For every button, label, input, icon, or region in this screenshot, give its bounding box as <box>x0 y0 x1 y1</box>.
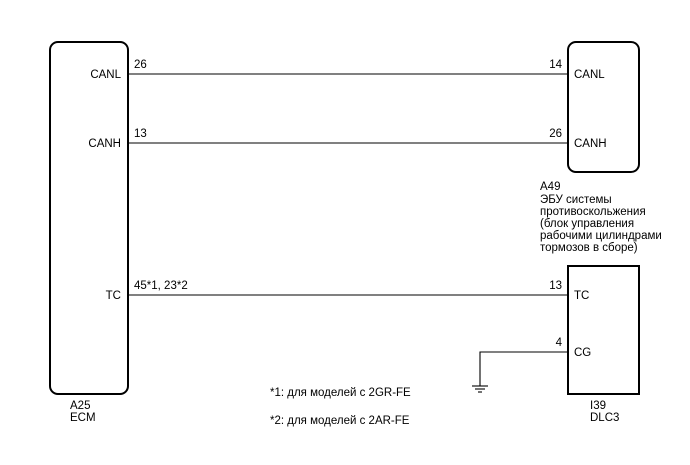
ground-icon <box>472 385 488 393</box>
abs-description-line-1: ЭБУ системы <box>540 194 612 206</box>
wire-tc-dlc-pin: 13 <box>549 280 562 292</box>
ecm-connector-code: A25 <box>70 400 90 412</box>
ecm-pin-tc-label: TC <box>106 290 121 302</box>
dlc-name: DLC3 <box>590 412 619 424</box>
ecm-name: ECM <box>70 412 96 424</box>
abs-pin-canh-label: CANH <box>574 138 607 150</box>
abs-description-line-3: (блок управления <box>540 218 634 230</box>
wire-canh-abs-pin: 26 <box>549 128 562 140</box>
dlc3-box <box>567 265 640 395</box>
wire-tc-ecm-pin: 45*1, 23*2 <box>134 280 188 292</box>
abs-pin-canl-label: CANL <box>574 69 605 81</box>
wire-cg-ground <box>479 351 568 386</box>
ecm-pin-canl-label: CANL <box>90 69 121 81</box>
wire-canl-ecm-pin: 26 <box>134 59 147 71</box>
footnote-1: *1: для моделей с 2GR-FE <box>270 387 411 399</box>
wire-cg-dlc-pin: 4 <box>556 337 563 349</box>
dlc-pin-cg-label: CG <box>574 347 591 359</box>
wire-canh-ecm-pin: 13 <box>134 128 147 140</box>
dlc-pin-tc-label: TC <box>574 290 589 302</box>
footnote-2: *2: для моделей с 2AR-FE <box>270 415 410 427</box>
abs-description-line-2: противоскольжения <box>540 206 646 218</box>
abs-ecu-box <box>567 41 640 173</box>
ecm-pin-canh-label: CANH <box>88 138 121 150</box>
ecm-box <box>49 41 129 395</box>
abs-description-line-4: рабочими цилиндрами <box>540 230 662 242</box>
abs-description-line-5: тормозов в сборе) <box>540 242 638 254</box>
abs-connector-code: A49 <box>540 181 560 193</box>
dlc-connector-code: I39 <box>590 400 606 412</box>
wire-canl-abs-pin: 14 <box>549 59 562 71</box>
